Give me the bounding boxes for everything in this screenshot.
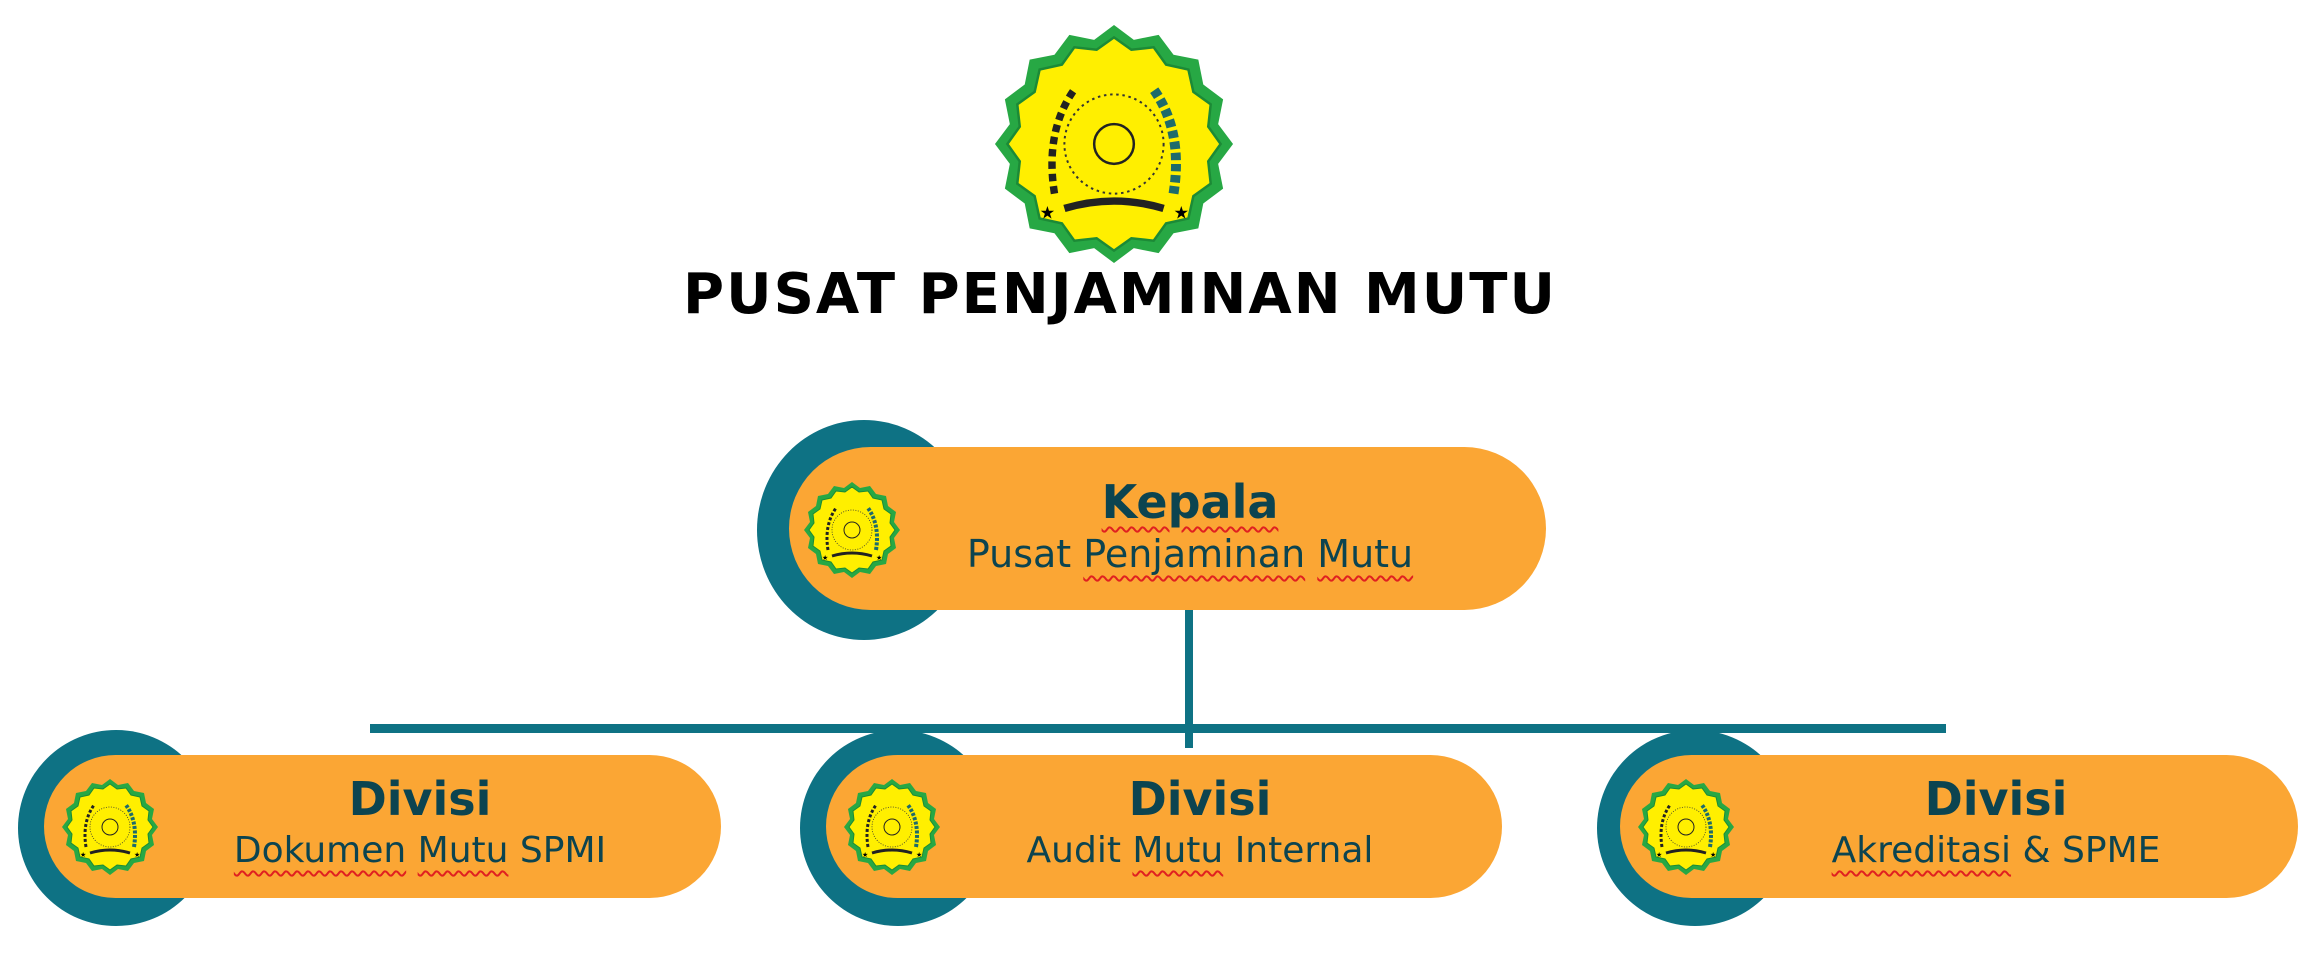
node-subtitle-3: Internal bbox=[1234, 830, 1374, 871]
node-subtitle-1: Dokumen bbox=[233, 830, 407, 871]
page-title: PUSAT PENJAMINAN MUTU bbox=[683, 262, 1557, 327]
node-subtitle-2: & bbox=[2022, 830, 2051, 871]
node-subtitle-2: Mutu bbox=[1132, 830, 1224, 871]
stihmat-emblem-icon bbox=[802, 480, 902, 580]
node-subtitle-2: Penjaminan bbox=[1083, 532, 1306, 576]
node-subtitle-3: Mutu bbox=[1317, 532, 1414, 576]
node-subtitle-3: SPME bbox=[2062, 830, 2161, 871]
node-subtitle-3: SPMI bbox=[519, 830, 607, 871]
node-subtitle-1: Audit bbox=[1026, 830, 1121, 871]
connector-vertical bbox=[1185, 608, 1193, 748]
node-subtitle-2: Mutu bbox=[417, 830, 509, 871]
node-subtitle-1: Akreditasi bbox=[1831, 830, 2012, 871]
connector-horizontal bbox=[370, 724, 1946, 733]
stihmat-emblem-icon bbox=[60, 777, 160, 877]
node-title: Kepala bbox=[1101, 475, 1279, 529]
node-title: Divisi bbox=[348, 772, 492, 826]
node-title: Divisi bbox=[1924, 772, 2068, 826]
pusat-penjaminan-mutu-logo bbox=[990, 20, 1238, 268]
node-title: Divisi bbox=[1128, 772, 1272, 826]
stihmat-emblem-icon bbox=[1636, 777, 1736, 877]
node-subtitle-1: Pusat bbox=[966, 532, 1072, 576]
stihmat-emblem-icon bbox=[842, 777, 942, 877]
orange-pill bbox=[789, 447, 1546, 610]
